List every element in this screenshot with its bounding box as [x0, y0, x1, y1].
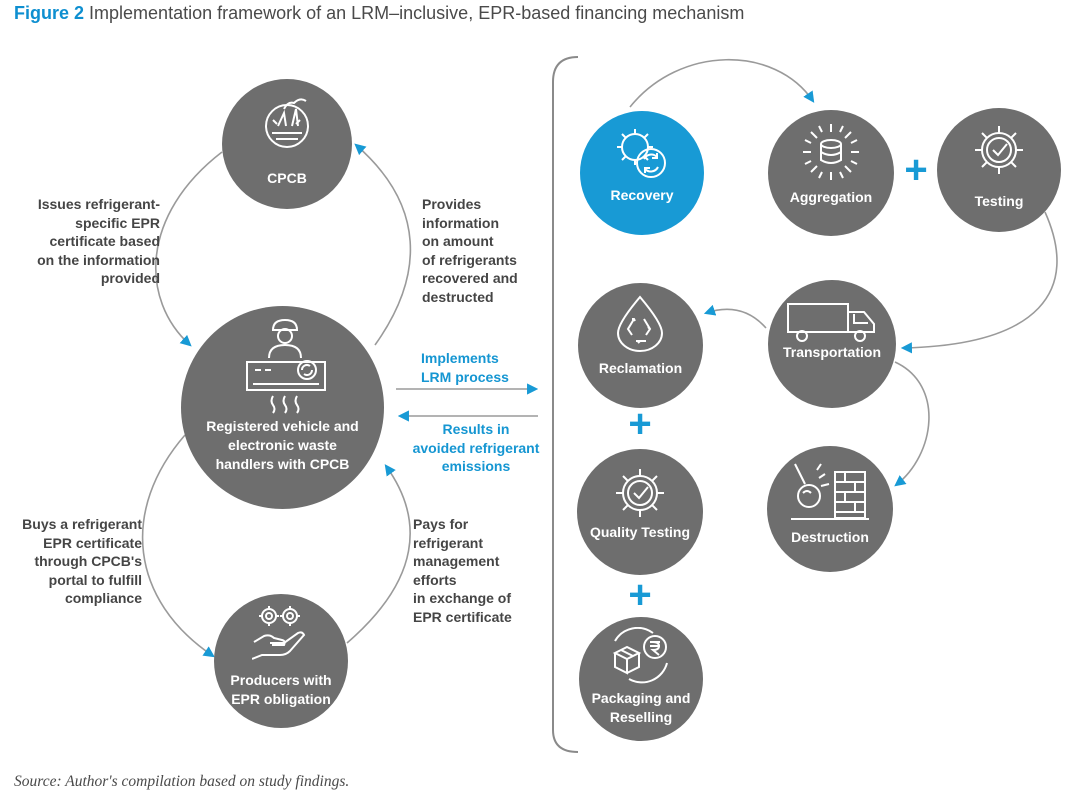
arc-testing-to-transportation	[900, 211, 1058, 354]
producers-node: Producers with EPR obligation	[214, 594, 348, 728]
truck-icon	[787, 303, 875, 342]
quality-testing-label: Quality Testing	[589, 524, 691, 540]
arc-handlers-to-producers	[141, 434, 215, 658]
results-avoided-emissions-label: Results in avoided refrigerant emissions	[412, 421, 540, 474]
quality-testing-node: Quality Testing	[577, 449, 703, 575]
packaging-label: Packaging and Reselling	[591, 690, 691, 725]
cpcb-emblem-icon	[265, 98, 309, 148]
gear-check-icon	[975, 126, 1023, 174]
recovery-node: Recovery	[580, 111, 704, 235]
figure-title-text: Implementation framework of an LRM–inclu…	[89, 3, 745, 23]
buys-certificate-note: Buys a refrigerant EPR certificate throu…	[22, 516, 142, 606]
aggregation-label: Aggregation	[789, 189, 873, 205]
transportation-label: Transportation	[782, 344, 881, 360]
plus-aggregation-testing: +	[904, 148, 928, 192]
plus-reclamation-quality: +	[628, 402, 652, 446]
destruction-node: Destruction	[767, 446, 893, 572]
arc-transportation-to-destruction	[894, 361, 930, 487]
arc-transportation-to-reclamation	[703, 304, 767, 329]
database-burst-icon	[803, 124, 859, 180]
implements-lrm-label: Implements LRM process	[421, 350, 509, 385]
arc-handlers-to-cpcb	[354, 143, 412, 346]
wrecking-ball-icon	[791, 463, 869, 520]
source-note: Source: Author's compilation based on st…	[14, 773, 350, 790]
reclamation-node: Reclamation	[578, 283, 703, 408]
arc-cpcb-to-handlers	[154, 151, 223, 347]
gear-check-icon	[616, 469, 664, 517]
producers-label: Producers with EPR obligation	[230, 672, 332, 707]
handlers-label: Registered vehicle and electronic waste …	[206, 418, 359, 472]
aggregation-node: Aggregation	[768, 110, 894, 236]
pays-for-management-note: Pays for refrigerant management efforts …	[413, 516, 512, 625]
arc-producers-to-handlers	[346, 464, 411, 644]
arc-recovery-to-aggregation	[629, 58, 815, 108]
provides-information-note: Provides information on amount of refrig…	[422, 196, 518, 305]
ac-unit-worker-icon	[246, 318, 326, 414]
cpcb-node: CPCB	[222, 79, 352, 209]
figure-title: Figure 2 Implementation framework of an …	[14, 3, 744, 24]
cpcb-label: CPCB	[267, 170, 307, 186]
process-bracket	[552, 56, 579, 753]
gears-hand-icon	[252, 606, 306, 660]
issues-certificate-note: Issues refrigerant- specific EPR certifi…	[37, 196, 160, 286]
reclamation-label: Reclamation	[598, 360, 683, 376]
transportation-node: Transportation	[768, 280, 896, 408]
testing-label: Testing	[974, 193, 1024, 209]
recovery-label: Recovery	[610, 187, 674, 203]
destruction-label: Destruction	[791, 529, 869, 545]
recycle-drop-icon	[616, 295, 664, 352]
figure-number: Figure 2	[14, 3, 85, 23]
package-rupee-icon	[612, 627, 668, 684]
handlers-node: Registered vehicle and electronic waste …	[181, 306, 384, 509]
packaging-node: Packaging and Reselling	[579, 617, 703, 741]
gear-recycle-icon	[617, 129, 666, 178]
plus-quality-packaging: +	[628, 573, 652, 617]
testing-node: Testing	[937, 108, 1061, 232]
